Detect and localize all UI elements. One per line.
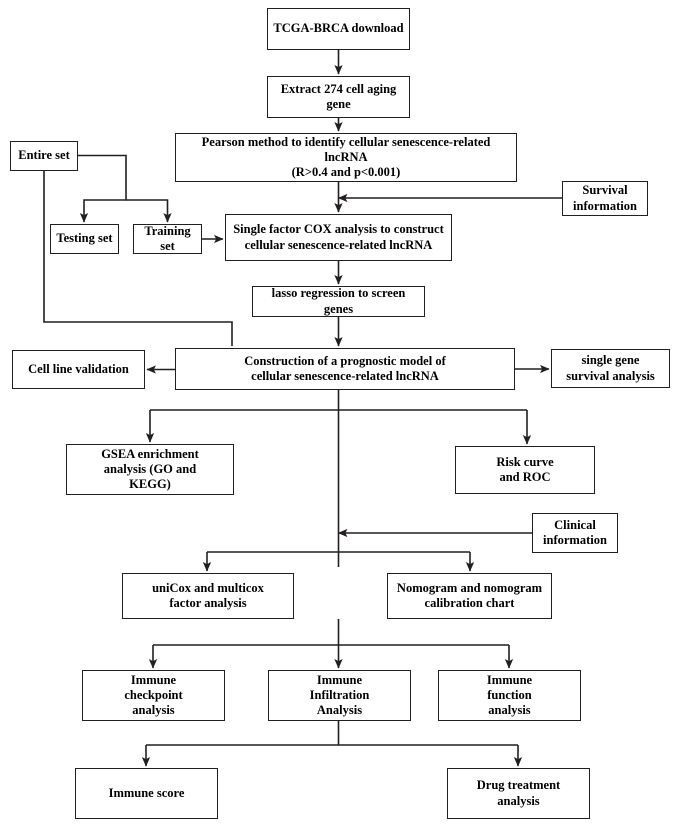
- node-nomogram[interactable]: Nomogram and nomogram calibration chart: [387, 573, 552, 619]
- node-cellline[interactable]: Cell line validation: [12, 350, 145, 389]
- node-trainingset[interactable]: Training set: [133, 224, 202, 254]
- node-entireset[interactable]: Entire set: [10, 141, 78, 171]
- node-immunefunc[interactable]: Immune function analysis: [438, 670, 581, 721]
- node-immunescore[interactable]: Immune score: [75, 768, 218, 819]
- connector-entireset-to-split: [78, 154, 127, 223]
- node-singlecox[interactable]: Single factor COX analysis to construct …: [225, 214, 452, 261]
- node-unicox[interactable]: uniCox and multicox factor analysis: [122, 573, 294, 619]
- connector-entireset-down-to-construct: [43, 171, 233, 346]
- node-drugtreat[interactable]: Drug treatment analysis: [447, 768, 590, 819]
- node-singlegene[interactable]: single gene survival analysis: [551, 349, 670, 388]
- node-lasso[interactable]: lasso regression to screen genes: [252, 286, 425, 317]
- node-testingset[interactable]: Testing set: [50, 224, 119, 254]
- connector-entireset-split-right: [126, 199, 172, 223]
- node-checkpoint[interactable]: Immune checkpoint analysis: [82, 670, 225, 721]
- node-riskcurve[interactable]: Risk curve and ROC: [455, 446, 595, 494]
- node-gsea[interactable]: GSEA enrichment analysis (GO and KEGG): [66, 444, 234, 495]
- node-infiltration[interactable]: Immune Infiltration Analysis: [268, 670, 411, 721]
- node-survivalinfo[interactable]: Survival information: [562, 181, 648, 216]
- connector-layer: [43, 50, 562, 767]
- node-clinicalinfo[interactable]: Clinical information: [532, 513, 618, 553]
- node-pearson[interactable]: Pearson method to identify cellular sene…: [175, 133, 517, 182]
- node-tcga[interactable]: TCGA-BRCA download: [267, 8, 410, 50]
- node-extract[interactable]: Extract 274 cell aging gene: [267, 76, 410, 118]
- node-construct[interactable]: Construction of a prognostic model of ce…: [175, 348, 515, 390]
